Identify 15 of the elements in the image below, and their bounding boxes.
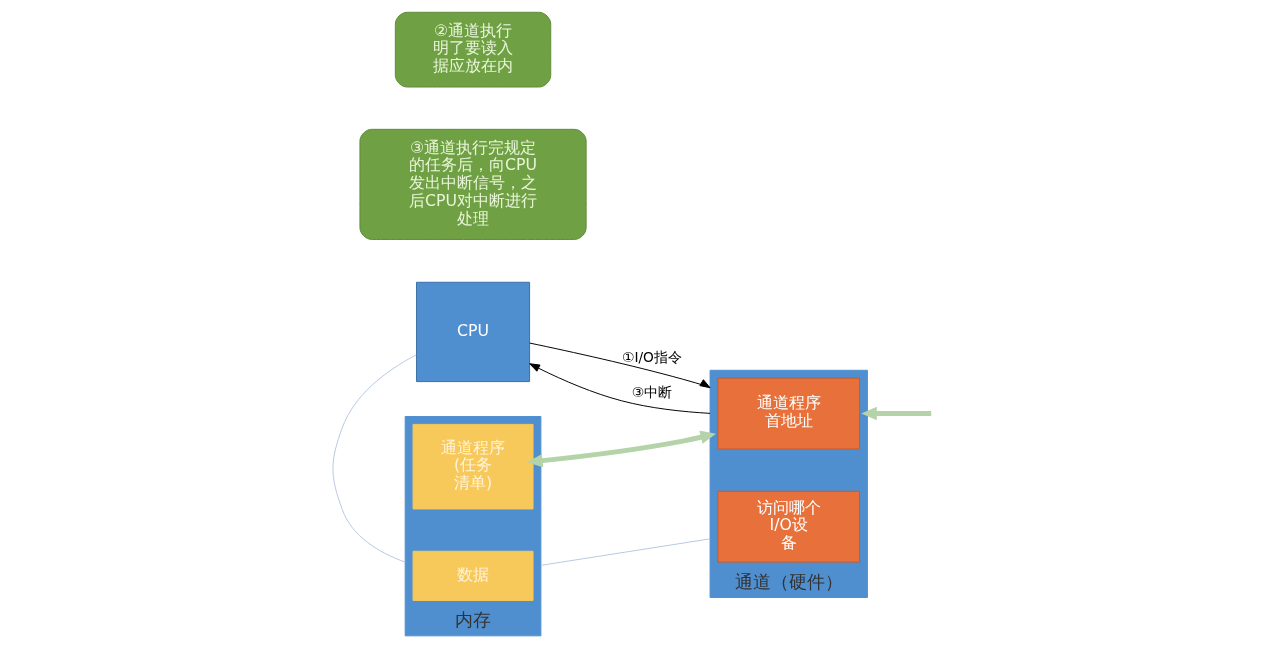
- node-box: 数据: [412, 550, 534, 601]
- connector: [332, 354, 417, 563]
- node-box: 通道程序首地址: [717, 377, 861, 450]
- node-box: 访问哪个 I/O设备: [717, 490, 861, 563]
- node-box: 通道程序 (任务清单): [412, 423, 534, 510]
- arrow: [527, 430, 717, 468]
- edge-label: ①I/O指令: [622, 348, 682, 365]
- arrow: [529, 342, 711, 389]
- node-box: ②通道执行明了要读入据应放在内: [394, 11, 552, 88]
- node-box: CPU: [416, 281, 531, 383]
- edge-label: ③中断: [631, 384, 673, 401]
- arrow: [861, 406, 932, 421]
- connector: [540, 538, 711, 566]
- node-box: ③通道执行完规定的任务后，向CPU发出中断信号，之后CPU对中断进行处理: [359, 128, 587, 240]
- arrow: [529, 363, 711, 414]
